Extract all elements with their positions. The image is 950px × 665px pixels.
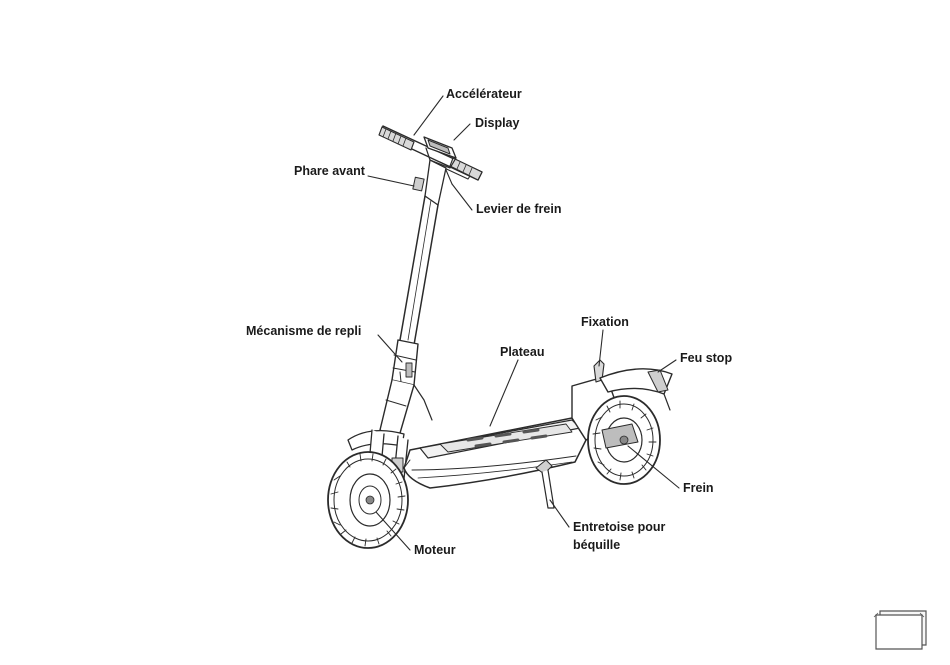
label-entretoise-line1: Entretoise pour bbox=[573, 520, 665, 535]
rear-wheel bbox=[588, 396, 660, 484]
leader-entretoise bbox=[550, 500, 569, 527]
label-feu-stop: Feu stop bbox=[680, 351, 732, 366]
stem bbox=[380, 160, 446, 440]
leader-phare-avant bbox=[368, 176, 414, 186]
label-plateau: Plateau bbox=[500, 345, 544, 360]
label-levier-de-frein: Levier de frein bbox=[476, 202, 561, 217]
label-mecanisme-de-repli: Mécanisme de repli bbox=[246, 324, 361, 339]
label-moteur: Moteur bbox=[414, 543, 456, 558]
deck bbox=[404, 418, 586, 508]
leader-plateau bbox=[490, 360, 518, 426]
leader-levier-de-frein bbox=[452, 184, 472, 210]
stacked-pages-icon[interactable] bbox=[872, 607, 932, 653]
label-fixation: Fixation bbox=[581, 315, 629, 330]
leader-accelerateur bbox=[414, 96, 443, 135]
leader-feu-stop bbox=[658, 360, 676, 372]
label-phare-avant: Phare avant bbox=[294, 164, 365, 179]
label-entretoise-line2: béquille bbox=[573, 538, 620, 553]
label-accelerateur: Accélérateur bbox=[446, 87, 522, 102]
leader-display bbox=[454, 124, 470, 140]
label-display: Display bbox=[475, 116, 519, 131]
label-frein: Frein bbox=[683, 481, 714, 496]
